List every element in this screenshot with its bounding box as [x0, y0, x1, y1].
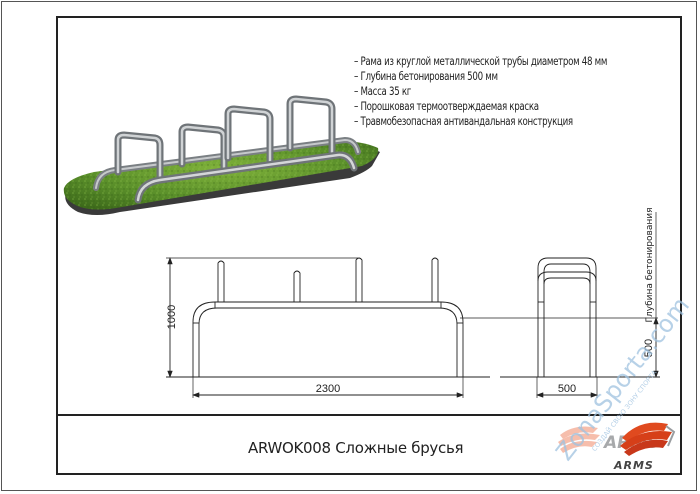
product-render: [63, 95, 380, 215]
specifications-list: – Рама из круглой металлической трубы ди…: [354, 54, 607, 129]
width-dimension: 500: [558, 383, 576, 395]
length-dimension: 2300: [316, 383, 340, 395]
logo-swoosh-faded-icon: [558, 426, 600, 453]
depth-label: Глубина бетонирования: [645, 208, 655, 323]
spec-item: – Масса 35 кг: [354, 85, 412, 98]
drawing-frame: [56, 16, 682, 475]
spec-item: – Порошковая термоотверждаемая краска: [354, 100, 539, 113]
logo-brand-text: ARMS: [613, 459, 654, 472]
spec-item: – Глубина бетонирования 500 мм: [354, 70, 498, 83]
side-elevation: [500, 212, 660, 398]
front-elevation: [166, 257, 658, 398]
drawing-title: ARWOK008 Сложные брусья: [248, 439, 464, 457]
spec-item: – Рама из круглой металлической трубы ди…: [354, 55, 608, 68]
title-block-divider: [56, 414, 682, 416]
arms-logo: ARMS ARMS: [558, 422, 676, 472]
height-dimension: 1000: [166, 305, 178, 329]
logo-swoosh-icon: [620, 422, 676, 456]
spec-item: – Травмобезопасная антивандальная констр…: [354, 115, 573, 128]
depth-dimension: 500: [643, 339, 655, 357]
